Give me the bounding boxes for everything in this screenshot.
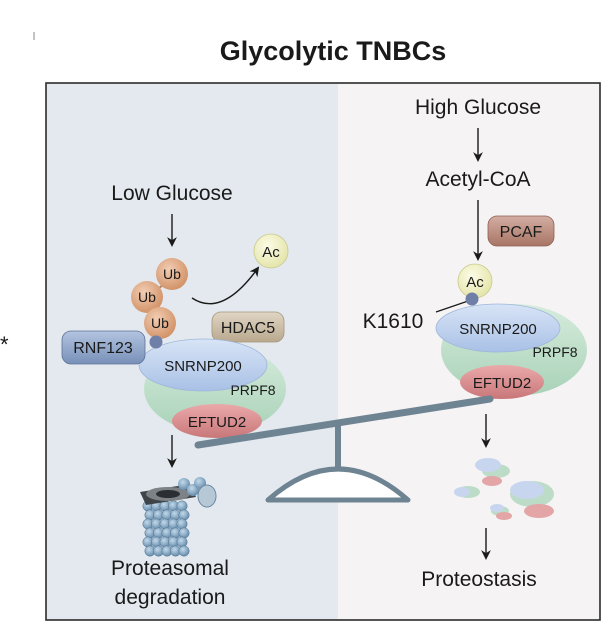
deacetylation-arrow — [191, 266, 260, 305]
fragment-blue-4 — [490, 504, 504, 512]
right-eftud2-label: EFTUD2 — [473, 375, 531, 392]
fragment-blue-2 — [454, 487, 470, 497]
side-asterisk: * — [0, 332, 9, 357]
ub-label-top: Ub — [163, 266, 181, 282]
fragment-red-4 — [496, 512, 512, 520]
right-snrnp200-shape — [435, 303, 561, 353]
k1610-pointer — [435, 299, 472, 313]
fragment-blue-3 — [510, 481, 544, 499]
figure-title: Glycolytic TNBCs — [220, 36, 447, 66]
proteasome-subunit — [176, 500, 188, 512]
outcome-right-label: Proteostasis — [421, 568, 537, 591]
ubiquitin-bead-1 — [178, 478, 190, 490]
pcaf-label: PCAF — [500, 224, 543, 241]
proteasome-subunit — [178, 527, 190, 539]
balance-beam — [194, 395, 494, 449]
acetyl-attached-label: Ac — [466, 274, 484, 291]
right-prpf8-label: PRPF8 — [532, 344, 577, 360]
ubiquitin-top — [156, 258, 188, 290]
left-eftud2-shape — [172, 404, 262, 438]
left-snrnp200-shape — [138, 338, 268, 392]
pcaf-box — [487, 215, 555, 247]
right-snrnp200-label: SNRNP200 — [459, 321, 537, 338]
ub-label-bottom: Ub — [151, 315, 169, 331]
rnf123-label: RNF123 — [73, 340, 133, 357]
left-snrnp200-label: SNRNP200 — [164, 358, 242, 375]
proteasome-pore — [156, 490, 180, 498]
proteasome-subunit — [178, 509, 190, 521]
proteasome-icon — [140, 477, 217, 557]
outcome-left-line2: degradation — [115, 586, 226, 609]
fragment-red-1 — [482, 476, 502, 486]
hdac5-box — [211, 311, 285, 343]
proteasome-subunit — [176, 536, 188, 548]
ubiquitin-bottom — [144, 307, 176, 339]
balance-scale-icon — [194, 395, 494, 503]
acetyl-coa-label: Acetyl-CoA — [425, 168, 530, 191]
ub-label-middle: Ub — [138, 289, 156, 305]
left-eftud2-label: EFTUD2 — [188, 414, 246, 431]
left-attachment-site — [149, 335, 163, 349]
substrate-blob — [197, 484, 217, 508]
ubiquitin-middle — [131, 281, 163, 313]
stable-complexes-icon — [454, 458, 554, 520]
left-prpf8-label: PRPF8 — [230, 382, 275, 398]
proteasome-subunit — [176, 518, 188, 530]
k1610-label: K1610 — [363, 310, 424, 333]
acetyl-group-released — [253, 233, 289, 269]
outcome-left-line1: Proteasomal — [111, 557, 229, 580]
right-eftud2-shape — [460, 365, 544, 399]
high-glucose-label: High Glucose — [415, 96, 541, 119]
acetyl-released-label: Ac — [262, 244, 280, 261]
fragment-blue-1 — [475, 458, 501, 472]
balance-base — [265, 466, 411, 503]
figure-frame — [45, 82, 601, 621]
low-glucose-label: Low Glucose — [111, 182, 232, 205]
fragment-red-3 — [524, 504, 554, 518]
proteasome-subunit — [178, 545, 190, 557]
k1610-site — [465, 292, 479, 306]
rnf123-box — [61, 330, 146, 365]
hdac5-label: HDAC5 — [221, 320, 275, 337]
